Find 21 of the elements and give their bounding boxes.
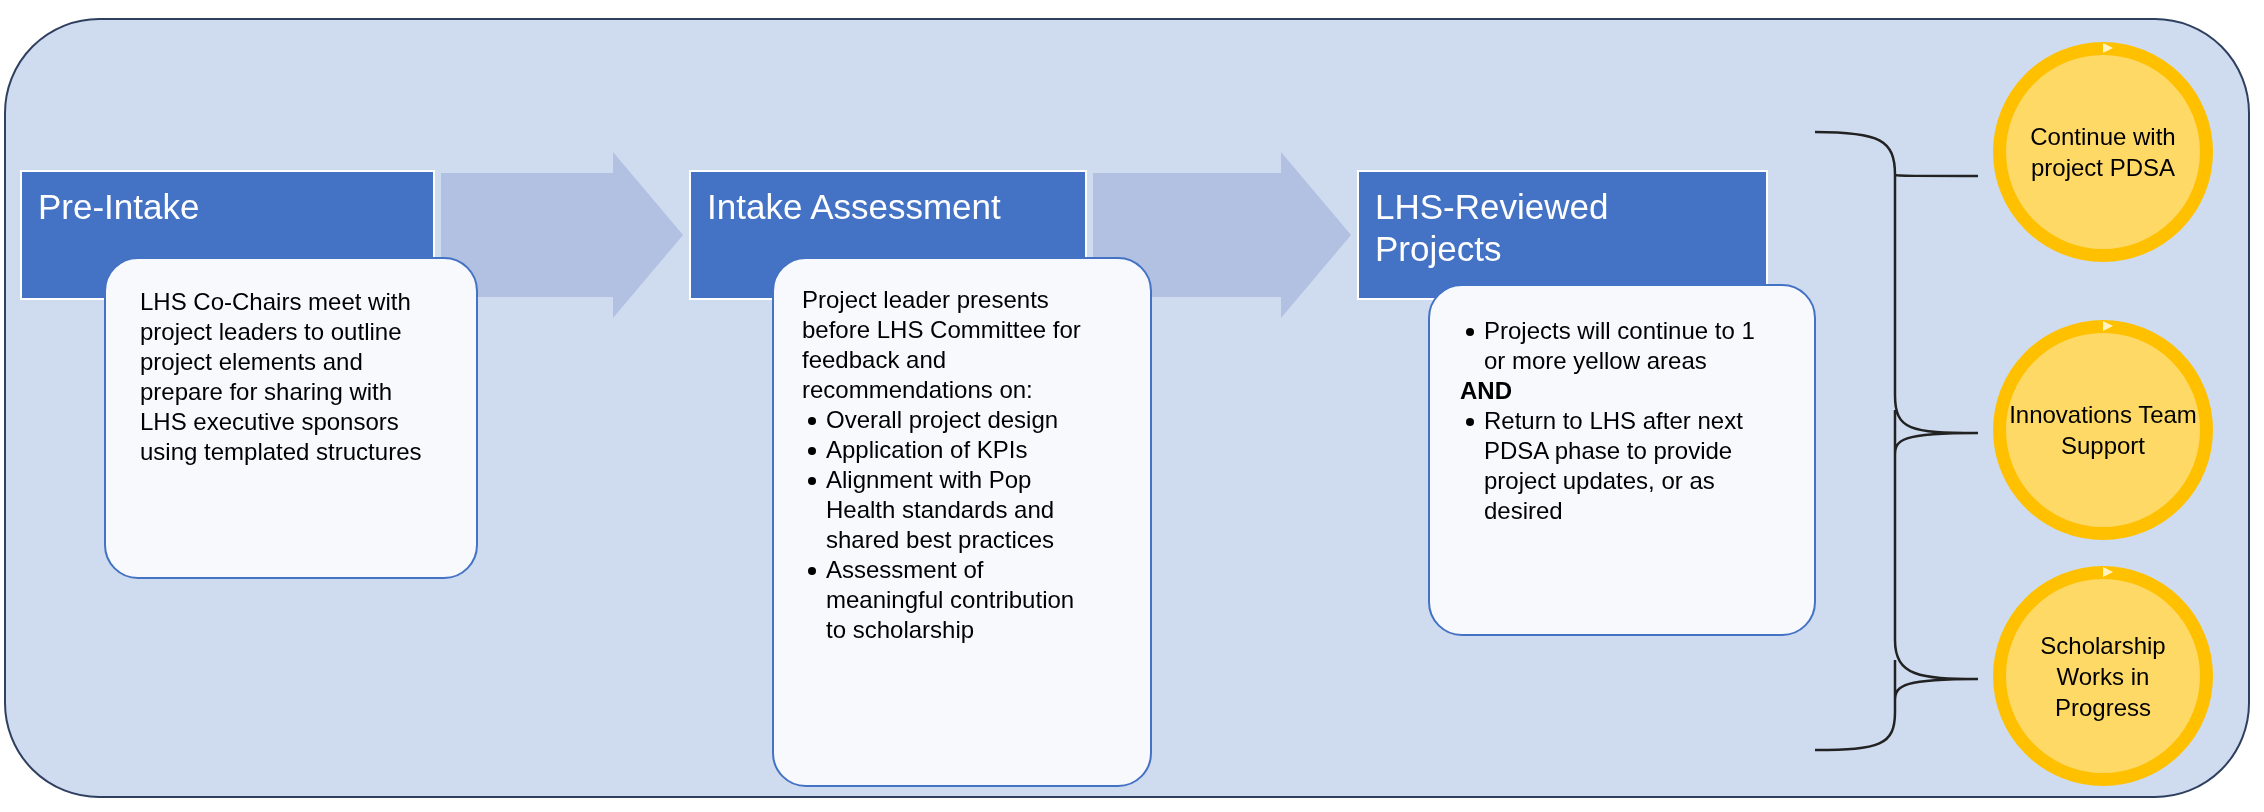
outcome-text: Continue with project PDSA xyxy=(2029,122,2177,183)
description-card xyxy=(1428,284,1816,636)
stage-title: Pre-Intake xyxy=(38,186,200,228)
outcome-text: Scholarship Works in Progress xyxy=(2039,630,2167,723)
description-card xyxy=(772,257,1152,787)
stage-title: Intake Assessment xyxy=(707,186,1001,228)
bullet-item: Return to LHS after next PDSA phase to provide project updates, or as desired xyxy=(1484,407,1743,524)
bullet-item: Projects will continue to 1 or more yellow areas xyxy=(1484,317,1755,374)
bullet-item: Alignment with Pop Health standards and shared best practices xyxy=(826,466,1055,553)
stage-title: LHS-Reviewed Projects xyxy=(1375,186,1610,270)
description-text: Project leader presents before LHS Committee for feedback and recommendations on: xyxy=(802,285,1082,405)
stage-header xyxy=(1357,170,1768,300)
description-text: LHS Co-Chairs meet with project leaders to outline project elements and prepare for sharing with LHS executive sponsors using templated structures xyxy=(140,287,423,467)
block-arrow xyxy=(1093,152,1351,318)
bullet-item: Application of KPIs xyxy=(826,436,1028,463)
bullet-item: Assessment of meaningful contribution to scholarship xyxy=(826,556,1075,643)
connector-word: AND xyxy=(1460,376,1513,406)
block-arrow xyxy=(441,152,683,318)
outcome-text: Innovations Team Support xyxy=(2008,400,2198,461)
description-card xyxy=(104,257,478,579)
bullet-item: Overall project design xyxy=(826,406,1059,433)
